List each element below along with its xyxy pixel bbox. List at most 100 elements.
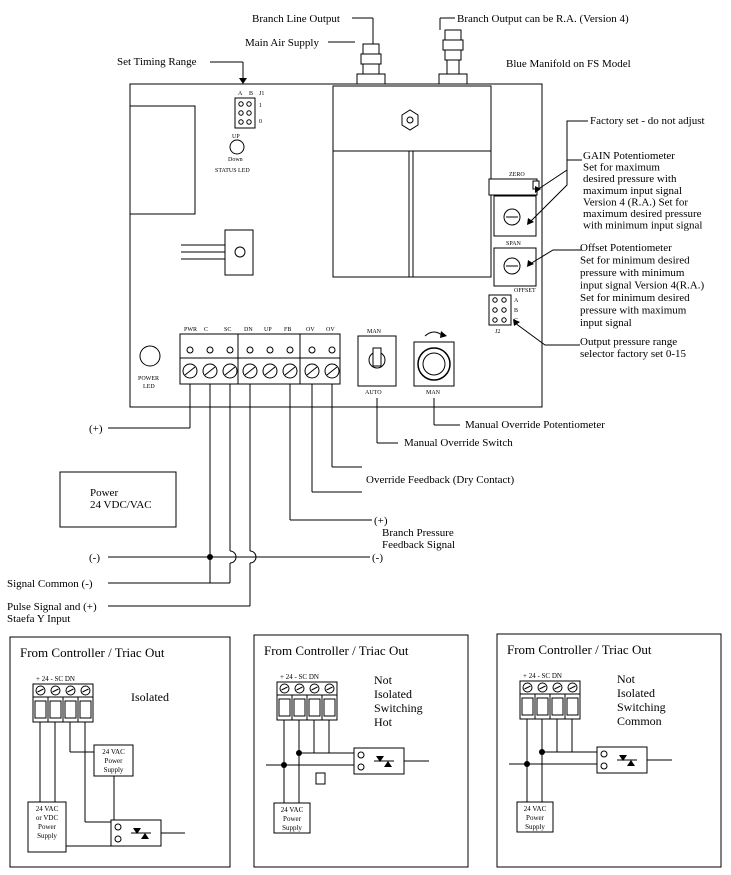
terminal-pin-icon: [308, 346, 316, 354]
terminal-pin-icon: [266, 346, 274, 354]
panel-title: From Controller / Triac Out: [20, 645, 165, 660]
panel-description: Common: [617, 714, 662, 728]
j1-pins: [238, 101, 252, 125]
board-component: [129, 105, 196, 215]
voltage-regulator: [181, 229, 254, 276]
range-note-line: Output pressure range: [580, 336, 677, 348]
set-timing-range-label: Set Timing Range: [117, 56, 197, 68]
j1-1-label: 1: [259, 103, 262, 109]
j2-b-label: B: [514, 308, 518, 314]
status-led-icon: [229, 139, 245, 155]
terminal-label: PWR: [184, 327, 197, 333]
panel-title: From Controller / Triac Out: [264, 643, 409, 658]
main-air-supply-label: Main Air Supply: [245, 37, 319, 49]
terminal-screw-icon: [552, 682, 563, 693]
power-supply-box: [59, 471, 177, 528]
pwr-plus-label: (+): [89, 423, 103, 435]
panel-description: Switching: [617, 700, 666, 714]
factory-set-label: Factory set - do not adjust: [590, 115, 705, 127]
manual-override-switch: [357, 335, 397, 387]
controller-terminal-block: [276, 681, 338, 721]
main-air-fitting: [356, 43, 386, 87]
branch-line-output-label: Branch Line Output: [252, 13, 340, 25]
pot-man-label: MAN: [426, 390, 441, 396]
offset-note-line: pressure with minimum: [580, 267, 685, 279]
terminal-screw-icon: [294, 683, 305, 694]
gain-knob-icon: [503, 208, 521, 226]
terminal-screw-icon: [304, 363, 320, 379]
branch-feedback-label-1: Branch Pressure: [382, 527, 454, 539]
panel-description: Switching: [374, 701, 423, 715]
branch-output-fitting: [438, 29, 468, 87]
offset-note-line: Set for minimum desired: [580, 255, 690, 267]
offset-note-line: pressure with maximum: [580, 305, 687, 317]
supply-label: Power: [283, 815, 302, 823]
power-led-label-1: POWER: [138, 376, 159, 382]
offset-potentiometer: [493, 247, 537, 287]
supply-label: or VDC: [36, 814, 59, 822]
span-label: SPAN: [506, 241, 521, 247]
terminal-screw-icon: [567, 682, 578, 693]
terminal-label: DN: [244, 327, 253, 333]
branch-output-ra-label: Branch Output can be R.A. (Version 4): [457, 13, 629, 25]
supply-label: Supply: [282, 824, 302, 832]
manual-override-pot-label: Manual Override Potentiometer: [465, 419, 605, 431]
gain-note-line: with minimum input signal: [583, 220, 702, 232]
controller-panel: From Controller / Triac Out+ 24 - SC DNI…: [9, 636, 231, 868]
supply-label: Supply: [37, 832, 57, 840]
blue-manifold-label: Blue Manifold on FS Model: [506, 58, 631, 70]
supply-label: Supply: [104, 766, 124, 774]
terminal-block: [179, 333, 341, 385]
panel-description: Isolated: [131, 690, 169, 704]
panel-description: Isolated: [617, 686, 655, 700]
supply-label: Supply: [525, 823, 545, 831]
supply-label: 24 VAC: [102, 748, 125, 756]
terminal-screw-icon: [282, 363, 298, 379]
gain-note-line: Version 4 (R.A.) Set for: [583, 196, 688, 208]
panel-description: Hot: [374, 715, 393, 729]
gain-note-line: desired pressure with: [583, 173, 677, 185]
terminal-screw-icon: [262, 363, 278, 379]
gain-note-line: maximum input signal: [583, 185, 682, 197]
fb-plus-label: (+): [374, 515, 388, 527]
terminal-labels: + 24 - SC DN: [523, 672, 562, 680]
terminal-label: OV: [306, 327, 315, 333]
switch-auto-label: AUTO: [365, 390, 382, 396]
terminal-pin-icon: [328, 346, 336, 354]
j1-b-label: B: [249, 91, 253, 97]
gain-note-line: maximum desired pressure: [583, 208, 702, 220]
terminal-pin-icon: [186, 346, 194, 354]
terminal-screw-icon: [242, 363, 258, 379]
terminal-screw-icon: [537, 682, 548, 693]
power-supply-box: [516, 801, 554, 833]
triac-output-icon: [596, 746, 648, 774]
terminal-screw-icon: [182, 363, 198, 379]
j1-label: J1: [259, 91, 264, 97]
terminal-screw-icon: [324, 683, 335, 694]
terminal-screw-icon: [35, 685, 46, 696]
power-supply-box: [27, 801, 67, 853]
offset-knob-icon: [503, 257, 521, 275]
terminal-pin-icon: [226, 346, 234, 354]
power-label: Power: [90, 487, 118, 499]
status-led-label: STATUS LED: [215, 168, 250, 174]
zero-block: [488, 178, 538, 196]
power-led-label-2: LED: [143, 384, 155, 390]
up-label: UP: [232, 134, 240, 140]
switch-man-label: MAN: [367, 329, 382, 335]
terminal-labels: + 24 - SC DN: [280, 673, 319, 681]
pulse-signal-label: Pulse Signal and (+): [7, 601, 97, 613]
panel-description: Not: [617, 672, 636, 686]
terminal-label: UP: [264, 327, 272, 333]
signal-common-label: Signal Common (-): [7, 578, 93, 590]
terminal-pin-icon: [286, 346, 294, 354]
panel-title: From Controller / Triac Out: [507, 642, 652, 657]
offset-note-line: Set for minimum desired: [580, 292, 690, 304]
terminal-screw-icon: [80, 685, 91, 696]
terminal-pin-icon: [206, 346, 214, 354]
manual-override-potentiometer: [413, 331, 455, 387]
j1-jumper: [234, 97, 256, 129]
terminal-label: OV: [326, 327, 335, 333]
manual-override-switch-label: Manual Override Switch: [404, 437, 513, 449]
